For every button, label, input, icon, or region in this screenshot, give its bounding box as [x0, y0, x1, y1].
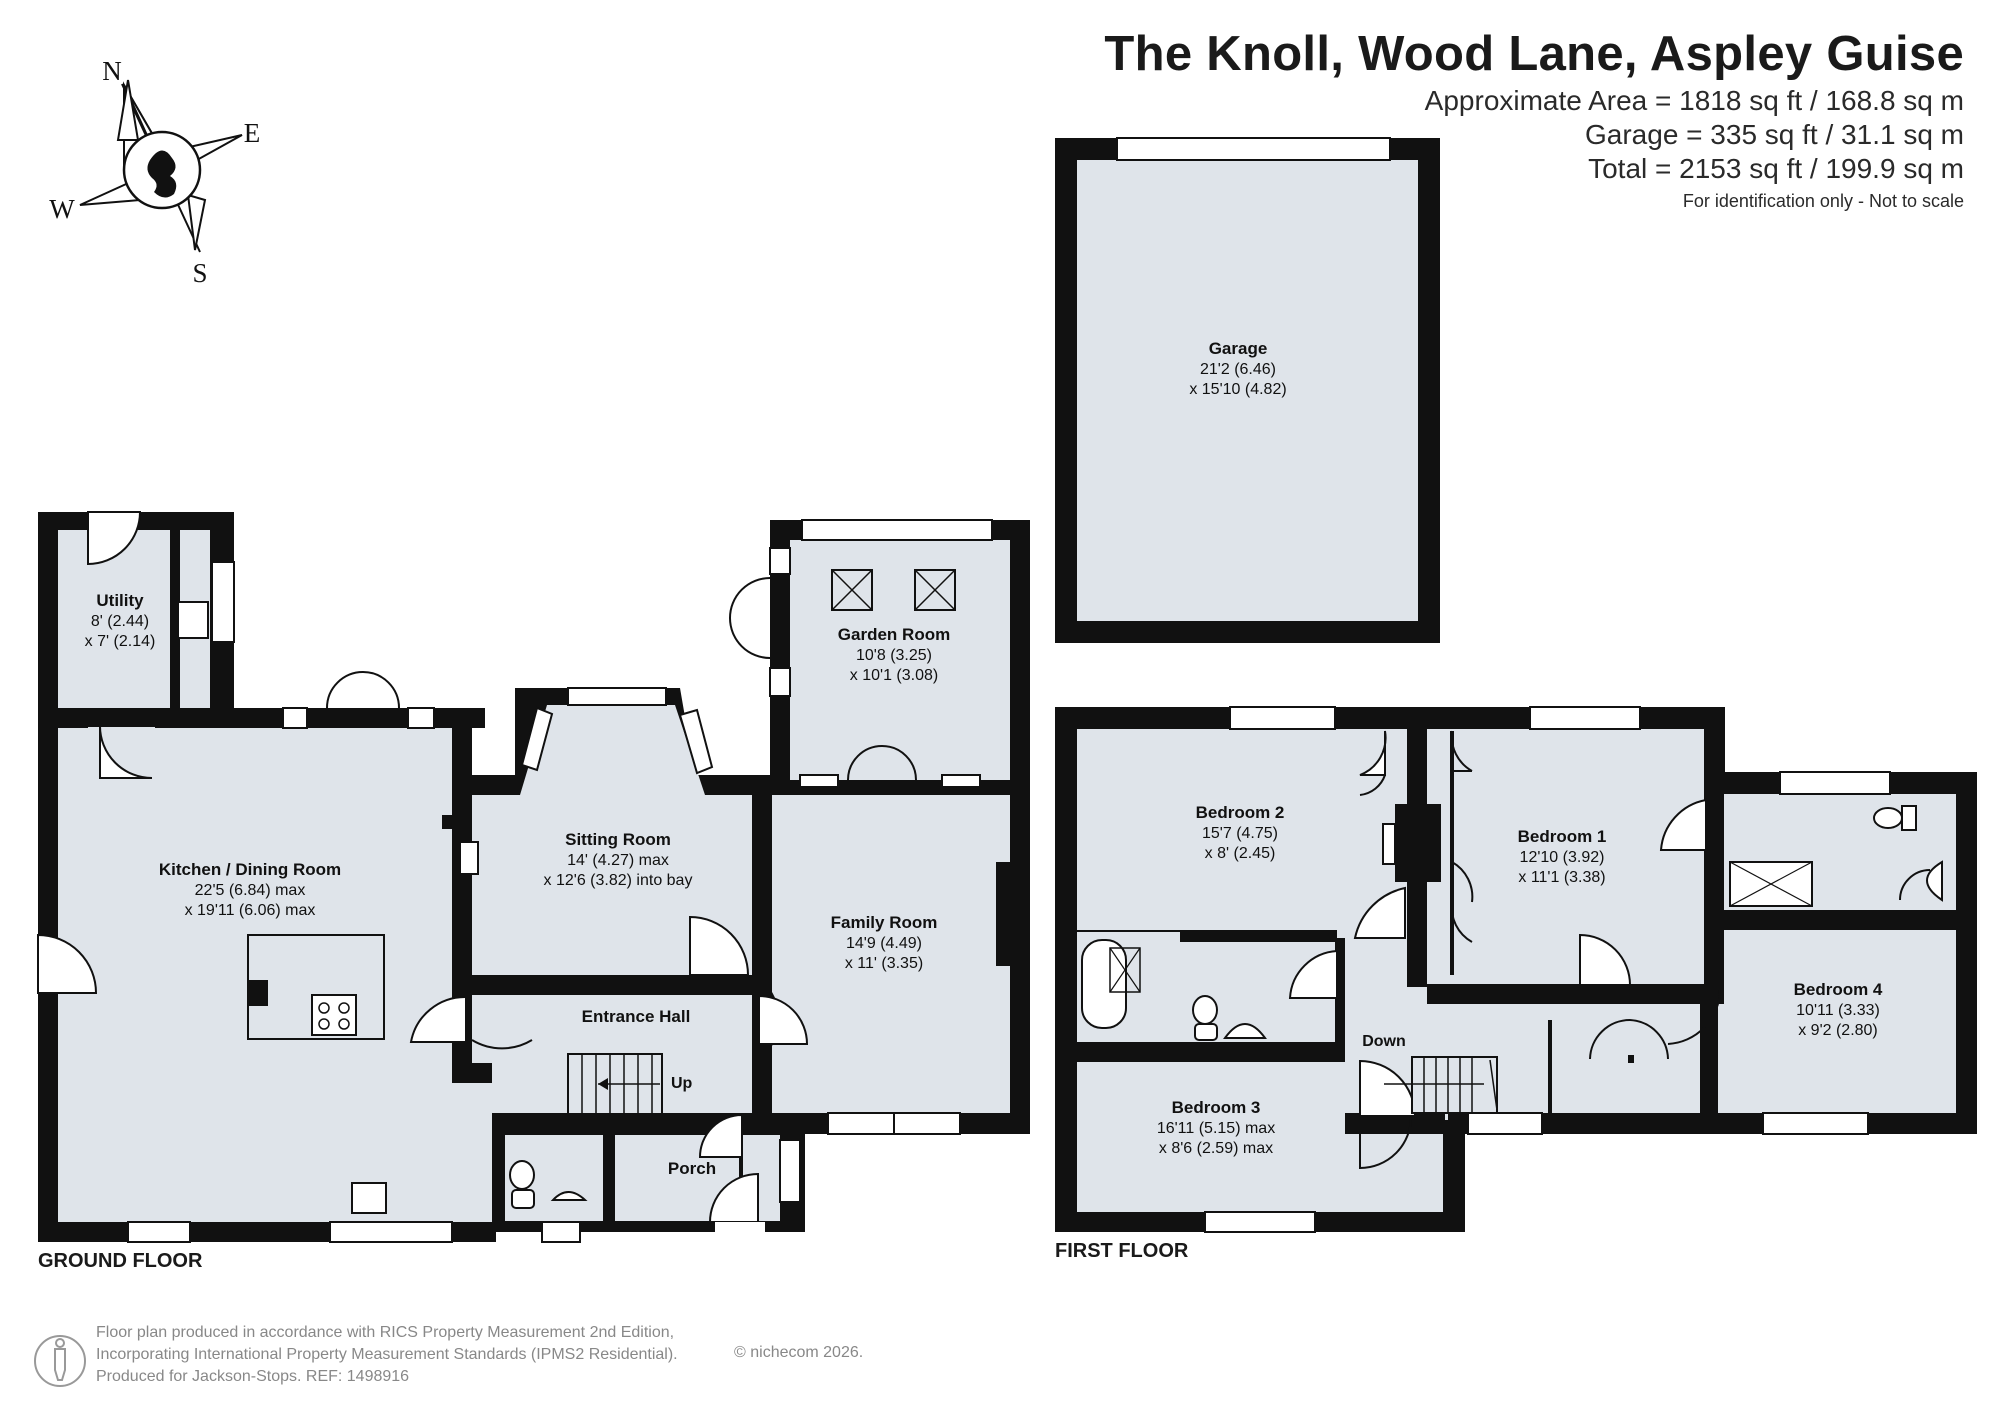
- copyright: © nichecom 2026.: [734, 1344, 864, 1361]
- garden-room-dim1: 10'8 (3.25): [856, 647, 932, 664]
- bedroom2-dim1: 15'7 (4.75): [1202, 825, 1278, 842]
- utility-dim1: 8' (2.44): [91, 613, 149, 630]
- compass-w-label: W: [49, 194, 75, 224]
- bedroom4-dim2: x 9'2 (2.80): [1798, 1022, 1878, 1039]
- compass-e-label: E: [244, 118, 261, 148]
- kitchen-name: Kitchen / Dining Room: [159, 860, 341, 879]
- garage-block: [1055, 137, 1440, 643]
- kitchen-dim1: 22'5 (6.84) max: [195, 882, 306, 899]
- stairs-icon: [567, 1053, 663, 1115]
- bedroom2-dim2: x 8' (2.45): [1205, 845, 1276, 862]
- room-labels: Garage 21'2 (6.46) x 15'10 (4.82) Utilit…: [85, 339, 1883, 1178]
- person-icon: [34, 1335, 86, 1387]
- bedroom2-name: Bedroom 2: [1196, 803, 1285, 822]
- footer-notes: Floor plan produced in accordance with R…: [96, 1322, 678, 1388]
- total-area: Total = 2153 sq ft / 199.9 sq m: [1588, 153, 1964, 184]
- garden-room-dim2: x 10'1 (3.08): [850, 667, 938, 684]
- bedroom1-name: Bedroom 1: [1518, 827, 1607, 846]
- bedroom4-name: Bedroom 4: [1794, 980, 1883, 999]
- kitchen-dim2: x 19'11 (6.06) max: [185, 902, 316, 919]
- bedroom1-dim1: 12'10 (3.92): [1520, 849, 1605, 866]
- first-floor-label: FIRST FLOOR: [1055, 1240, 1189, 1262]
- garage-dim1: 21'2 (6.46): [1200, 361, 1276, 378]
- bedroom4-dim1: 10'11 (3.33): [1796, 1002, 1880, 1019]
- family-room-dim1: 14'9 (4.49): [846, 935, 922, 952]
- approximate-area: Approximate Area = 1818 sq ft / 168.8 sq…: [1424, 85, 1964, 116]
- compass-n-label: N: [102, 56, 122, 86]
- disclaimer: For identification only - Not to scale: [1682, 191, 1964, 211]
- sitting-room-dim2: x 12'6 (3.82) into bay: [544, 872, 693, 889]
- compass-s-label: S: [192, 258, 207, 288]
- footer-line-1: Floor plan produced in accordance with R…: [96, 1324, 675, 1341]
- compass-rose-icon: N E S W: [49, 56, 260, 288]
- porch-name: Porch: [668, 1159, 716, 1178]
- family-room-name: Family Room: [831, 913, 938, 932]
- entrance-hall-name: Entrance Hall: [582, 1007, 691, 1026]
- garage-name: Garage: [1209, 339, 1268, 358]
- stairs-up-label: Up: [671, 1075, 693, 1092]
- skylight-icon: [831, 569, 956, 611]
- garage-area: Garage = 335 sq ft / 31.1 sq m: [1585, 119, 1964, 150]
- sitting-room-dim1: 14' (4.27) max: [567, 852, 669, 869]
- ground-floor-plan: [37, 511, 1030, 1243]
- page-title: The Knoll, Wood Lane, Aspley Guise: [1104, 27, 1964, 81]
- header-block: The Knoll, Wood Lane, Aspley Guise Appro…: [1104, 24, 1964, 216]
- utility-dim2: x 7' (2.14): [85, 633, 156, 650]
- first-floor-plan: [1055, 706, 1977, 1233]
- bedroom1-dim2: x 11'1 (3.38): [1518, 869, 1605, 886]
- bedroom3-dim1: 16'11 (5.15) max: [1157, 1120, 1275, 1137]
- footer-line-2: Incorporating International Property Mea…: [96, 1346, 678, 1363]
- sitting-room-name: Sitting Room: [565, 830, 671, 849]
- bedroom3-dim2: x 8'6 (2.59) max: [1159, 1140, 1273, 1157]
- footer-line-3: Produced for Jackson-Stops. REF: 1498916: [96, 1368, 410, 1385]
- bedroom3-name: Bedroom 3: [1172, 1098, 1261, 1117]
- garage-dim2: x 15'10 (4.82): [1189, 381, 1286, 398]
- landing-stairs-icon: [1384, 1056, 1498, 1114]
- stairs-down-label: Down: [1362, 1033, 1406, 1050]
- garden-room-name: Garden Room: [838, 625, 950, 644]
- family-room-dim2: x 11' (3.35): [845, 955, 923, 972]
- utility-name: Utility: [96, 591, 144, 610]
- ground-floor-label: GROUND FLOOR: [38, 1250, 203, 1272]
